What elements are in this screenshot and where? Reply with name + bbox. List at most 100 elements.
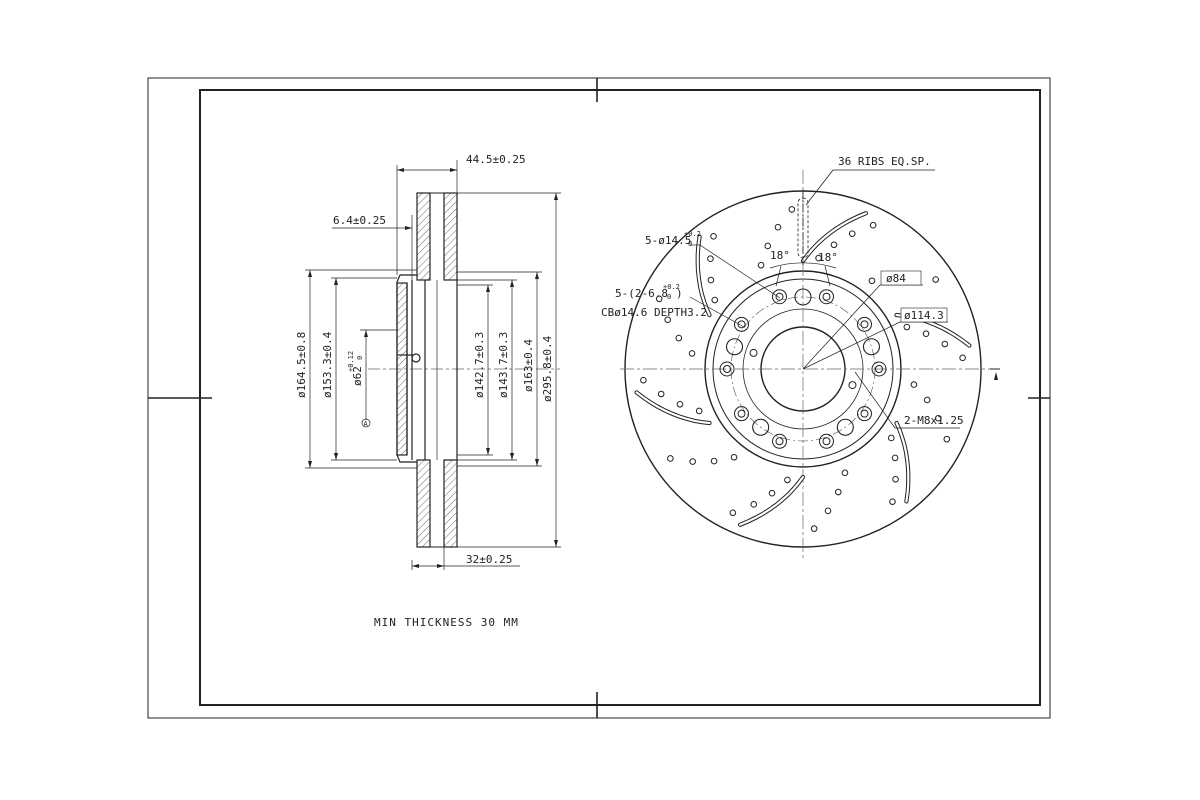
angle-arcs xyxy=(769,262,837,287)
drill-hole xyxy=(784,476,791,484)
drill-hole xyxy=(655,295,663,303)
counterbore-hole xyxy=(818,433,834,449)
threaded-hole xyxy=(749,348,758,357)
wheel-bolt-hole xyxy=(794,288,812,306)
bolt-holes-label: 5-ø14.5 xyxy=(645,234,691,247)
outer-plate-top xyxy=(416,192,431,281)
drill-hole xyxy=(730,453,738,461)
outer-plate-bottom xyxy=(416,459,431,548)
datum-label: A xyxy=(364,420,369,428)
dia-62-tol: +0.12 xyxy=(347,351,355,372)
drill-hole xyxy=(848,230,856,237)
dia-62-tol-low: 0 xyxy=(356,356,364,360)
cooling-slot-inner xyxy=(801,212,868,263)
drill-hole xyxy=(689,458,696,465)
angle-left: 18° xyxy=(770,249,790,262)
cb-holes-close: ) xyxy=(676,287,683,300)
inner-plate-top xyxy=(443,192,458,281)
dia-84-label: ø84 xyxy=(886,272,906,285)
hat-section xyxy=(396,274,458,463)
drill-hole xyxy=(815,254,822,262)
drill-hole xyxy=(667,455,674,462)
drill-hole xyxy=(810,525,818,532)
cooling-slot-inner xyxy=(738,475,805,526)
drill-hole xyxy=(941,340,949,348)
drill-hole xyxy=(774,223,782,231)
counterbore-hole xyxy=(856,316,872,332)
drill-hole xyxy=(824,507,832,515)
counterbore-hole xyxy=(734,316,750,332)
drill-hole xyxy=(675,334,683,342)
dia-164: ø164.5±0.8 xyxy=(295,332,308,398)
ribs-label: 36 RIBS EQ.SP. xyxy=(838,155,931,168)
section-view: 44.5±0.25 6.4±0.25 32±0.25 ø164.5±0.8 ø1… xyxy=(295,153,561,570)
drill-hole xyxy=(922,330,930,338)
wheel-bolt-hole xyxy=(752,418,770,436)
drill-hole xyxy=(768,489,776,497)
rib-indicator xyxy=(797,169,935,265)
drill-hole xyxy=(788,206,796,213)
drill-hole xyxy=(664,316,671,324)
counterbore-hole xyxy=(734,406,750,422)
drill-hole xyxy=(935,414,942,422)
thread-label: 2-M8x1.25 xyxy=(904,414,964,427)
hub-holes xyxy=(719,288,887,449)
dia-142: ø142.7±0.3 xyxy=(473,332,486,398)
drill-hole xyxy=(959,354,966,362)
drill-hole xyxy=(710,233,717,240)
counterbore-hole-inner xyxy=(737,320,746,329)
front-view: 36 RIBS EQ.SP. 5-ø14.5 +0.2 0 5-(2-6.8 +… xyxy=(601,155,1000,560)
counterbore-hole-inner xyxy=(860,320,869,329)
cb-holes-tol-low: 0 xyxy=(667,293,671,301)
counterbore-hole xyxy=(871,361,887,377)
drill-hole xyxy=(695,407,703,415)
cb-holes-tol: +0.2 xyxy=(663,283,680,291)
cooling-slot xyxy=(737,474,806,527)
angle-right: 18° xyxy=(818,251,838,264)
slots xyxy=(634,211,972,527)
cooling-slot xyxy=(634,390,712,426)
inner-plate-bottom xyxy=(443,459,458,548)
bolt-holes-tol-low: 0 xyxy=(688,240,692,248)
dim-total-thickness: 44.5±0.25 xyxy=(466,153,526,166)
drill-hole xyxy=(640,376,647,384)
counterbore-hole xyxy=(818,289,834,305)
dia-114-label: ø114.3 xyxy=(904,309,944,322)
drill-hole xyxy=(932,276,939,283)
dia-143: ø143.7±0.3 xyxy=(497,332,510,398)
drill-hole xyxy=(869,221,877,229)
counterbore-hole xyxy=(772,289,788,305)
drill-hole xyxy=(729,509,737,517)
drill-hole xyxy=(757,261,765,269)
drill-hole xyxy=(868,277,876,285)
threaded-hole xyxy=(848,381,857,390)
counterbore-hole-inner xyxy=(860,409,869,418)
drill-hole xyxy=(943,435,951,443)
wheel-bolt-hole xyxy=(725,338,744,356)
drill-hole xyxy=(676,400,684,408)
drill-hole xyxy=(889,498,896,505)
counterbore-hole xyxy=(719,361,735,377)
wheel-bolt-hole xyxy=(836,418,854,436)
drill-hole xyxy=(688,350,696,357)
counterbore-hole xyxy=(856,406,872,422)
drill-hole xyxy=(841,469,849,477)
drill-hole xyxy=(750,501,758,508)
dim-hat-wall: 6.4±0.25 xyxy=(333,214,386,227)
cooling-slot-inner xyxy=(895,421,910,503)
cooling-slot-inner xyxy=(696,235,711,317)
drill-hole xyxy=(891,454,899,462)
bolt-holes-tol: +0.2 xyxy=(684,230,701,238)
counterbore-hole-inner xyxy=(723,365,731,373)
dia-153: ø153.3±0.4 xyxy=(321,331,334,398)
counterbore-hole-inner xyxy=(822,437,831,446)
dim-hat-height: 32±0.25 xyxy=(466,553,512,566)
drill-hole xyxy=(657,390,665,398)
wheel-bolt-hole xyxy=(862,338,881,356)
counterbore-hole-inner xyxy=(737,409,746,418)
cooling-slot-inner xyxy=(635,391,711,425)
drill-hole xyxy=(830,241,838,249)
dia-163: ø163±0.4 xyxy=(522,339,535,392)
min-thickness-note: MIN THICKNESS 30 MM xyxy=(374,616,519,629)
counterbore-hole-inner xyxy=(775,437,784,446)
